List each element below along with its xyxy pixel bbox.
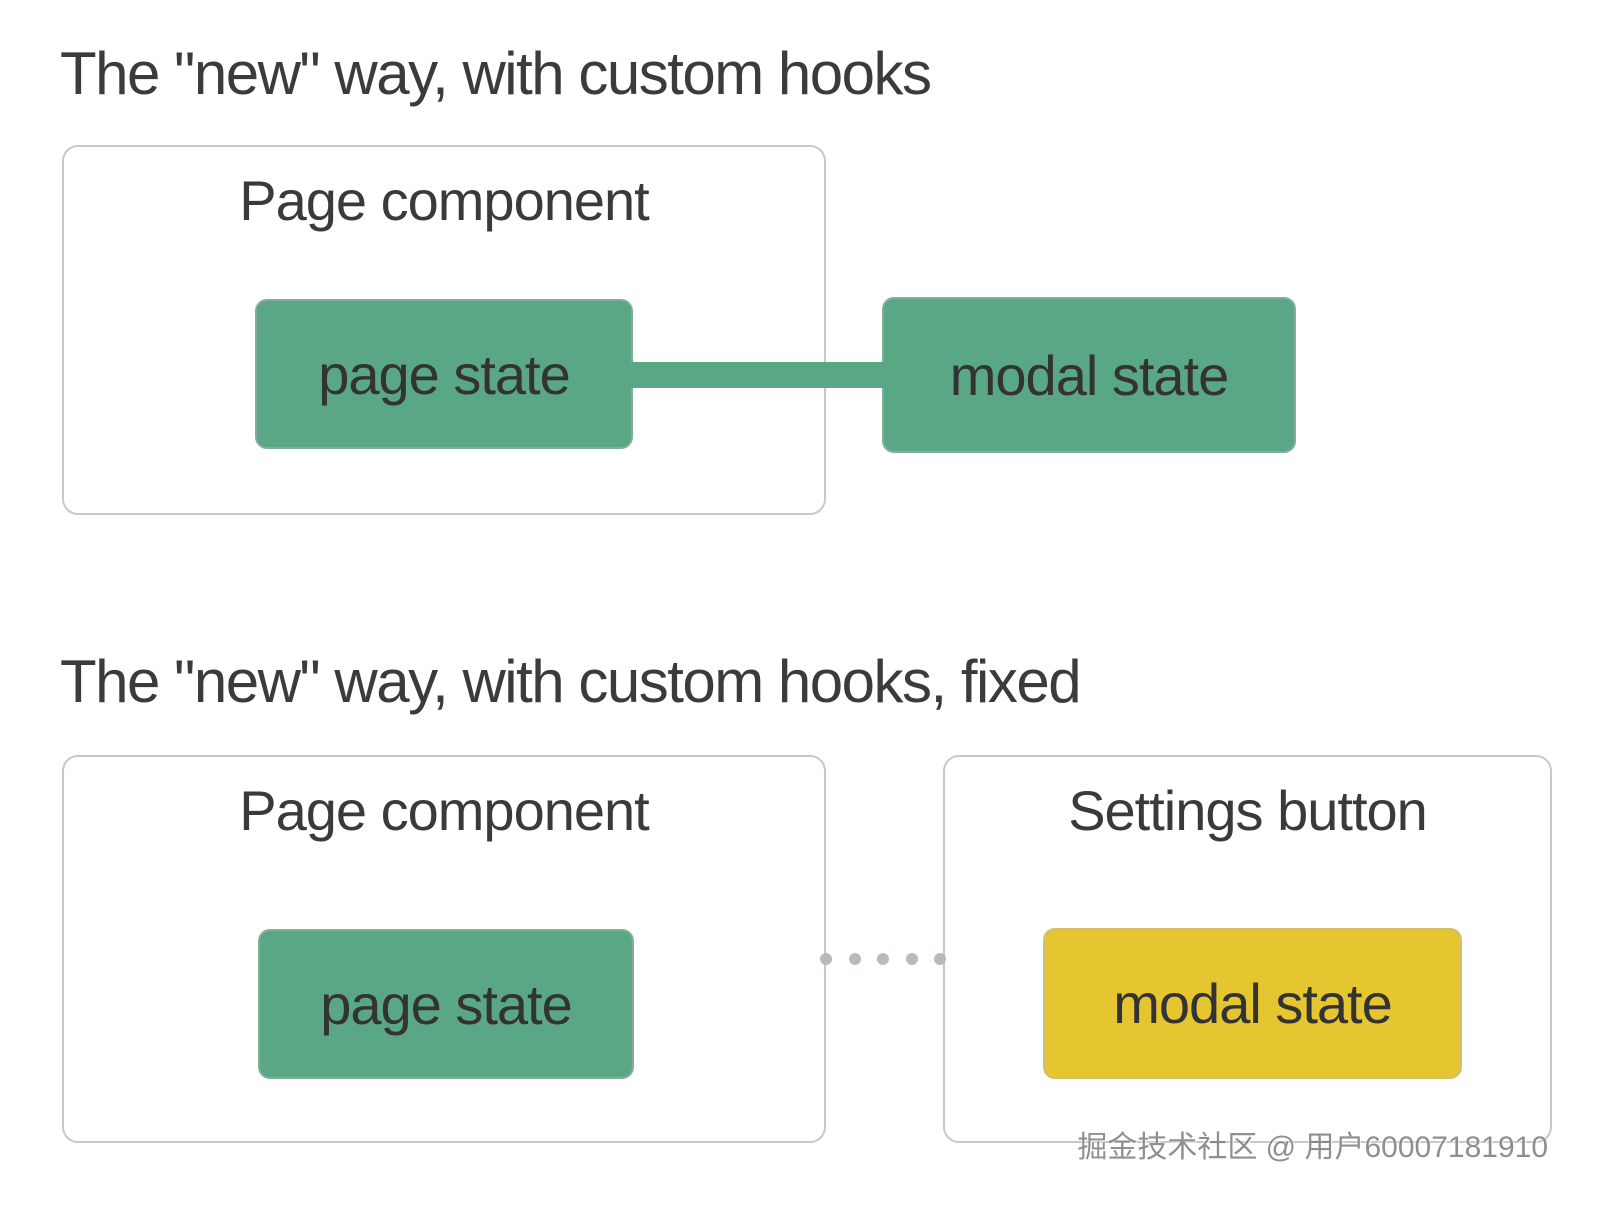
page-state-node-1: page state — [255, 299, 633, 449]
page-component-label-1: Page component — [239, 169, 649, 232]
page-state-node-2: page state — [258, 929, 634, 1079]
connector-dot — [934, 953, 946, 965]
connector-dot — [877, 953, 889, 965]
watermark: 掘金技术社区 @ 用户60007181910 — [1077, 1131, 1548, 1164]
page-component-label-2: Page component — [239, 779, 649, 842]
connector-dot — [820, 953, 832, 965]
section1-title: The "new" way, with custom hooks — [60, 40, 932, 107]
section2-title: The "new" way, with custom hooks, fixed — [60, 648, 1082, 715]
connector-dot — [848, 953, 861, 965]
settings-button-container: Settings button modal state — [943, 755, 1552, 1143]
connector-dot — [905, 953, 918, 965]
dotted-connector — [820, 953, 946, 965]
page-component-container-1: Page component page state — [62, 145, 826, 515]
solid-connector-line — [630, 362, 884, 388]
page-component-container-2: Page component page state — [62, 755, 826, 1143]
modal-state-node-1: modal state — [882, 297, 1296, 453]
modal-state-node-2: modal state — [1043, 928, 1462, 1079]
settings-button-label: Settings button — [1068, 779, 1428, 842]
